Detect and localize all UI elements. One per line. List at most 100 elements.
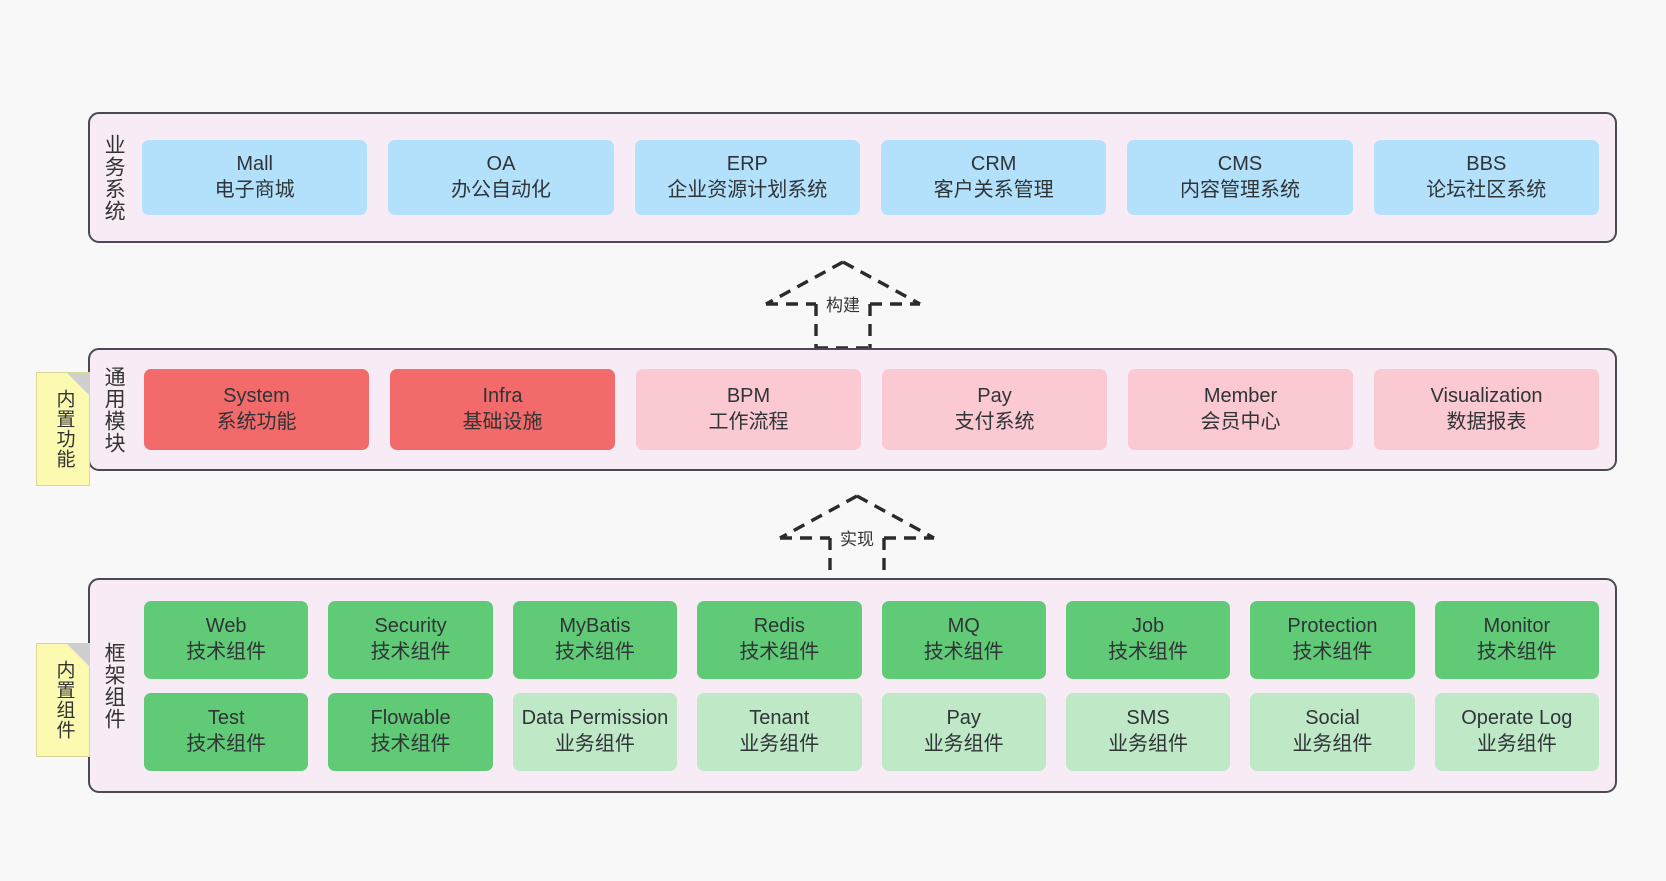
node-mybatis[interactable]: MyBatis 技术组件 — [512, 600, 678, 679]
layer-common-modules: 通用模块 System 系统功能 Infra 基础设施 BPM 工作流程 Pay… — [88, 348, 1617, 471]
node-web[interactable]: Web 技术组件 — [144, 600, 309, 679]
sticky-note-label: 内置功能 — [53, 389, 75, 469]
node-subtitle: 业务组件 — [923, 732, 1004, 755]
note-fold-corner-icon — [67, 644, 89, 666]
node-flowable[interactable]: Flowable 技术组件 — [328, 692, 493, 771]
layer-framework-components: 框架组件 Web 技术组件 Security 技术组件 MyBatis 技术组件… — [88, 578, 1617, 793]
node-title: ERP — [726, 153, 768, 176]
node-subtitle: 技术组件 — [923, 640, 1004, 663]
node-title: Member — [1203, 385, 1278, 408]
node-sms[interactable]: SMS 业务组件 — [1065, 692, 1231, 771]
sticky-note-builtin-components[interactable]: 内置组件 — [36, 643, 90, 757]
node-subtitle: 业务组件 — [554, 732, 635, 755]
node-pay[interactable]: Pay 支付系统 — [882, 369, 1107, 450]
node-mq[interactable]: MQ 技术组件 — [881, 600, 1046, 679]
node-title: Security — [374, 615, 447, 638]
node-subtitle: 论坛社区系统 — [1426, 178, 1547, 201]
connector-label-build: 构建 — [826, 296, 860, 315]
note-fold-corner-icon — [67, 373, 89, 395]
node-social[interactable]: Social 业务组件 — [1250, 692, 1415, 771]
node-subtitle: 办公自动化 — [450, 178, 551, 201]
node-subtitle: 技术组件 — [739, 640, 820, 663]
node-title: Pay — [946, 707, 981, 730]
node-title: Monitor — [1483, 615, 1551, 638]
node-tenant[interactable]: Tenant 业务组件 — [697, 692, 862, 771]
node-pay-business[interactable]: Pay 业务组件 — [881, 692, 1046, 771]
layer-common-cells: System 系统功能 Infra 基础设施 BPM 工作流程 Pay 支付系统… — [136, 350, 1615, 469]
node-subtitle: 技术组件 — [1108, 640, 1189, 663]
node-title: SMS — [1126, 707, 1170, 730]
node-oa[interactable]: OA 办公自动化 — [388, 140, 614, 215]
node-title: MQ — [947, 615, 980, 638]
node-title: Redis — [753, 615, 805, 638]
node-subtitle: 电子商城 — [214, 178, 295, 201]
node-subtitle: 客户关系管理 — [933, 178, 1054, 201]
node-job[interactable]: Job 技术组件 — [1065, 600, 1231, 679]
node-subtitle: 业务组件 — [1292, 732, 1373, 755]
node-subtitle: 技术组件 — [186, 640, 267, 663]
node-subtitle: 业务组件 — [1476, 732, 1557, 755]
node-subtitle: 技术组件 — [370, 640, 451, 663]
sticky-note-label: 内置组件 — [53, 660, 75, 740]
connector-implement: 实现 — [772, 492, 942, 584]
node-title: Test — [207, 707, 245, 730]
layer-label-framework-components: 框架组件 — [102, 641, 126, 730]
layer-business-systems: 业务系统 Mall 电子商城 OA 办公自动化 ERP 企业资源计划系统 CRM… — [88, 112, 1617, 243]
node-title: Tenant — [749, 707, 810, 730]
node-cms[interactable]: CMS 内容管理系统 — [1127, 140, 1353, 215]
node-subtitle: 工作流程 — [708, 410, 789, 433]
node-protection[interactable]: Protection 技术组件 — [1250, 600, 1415, 679]
node-subtitle: 技术组件 — [370, 732, 451, 755]
node-redis[interactable]: Redis 技术组件 — [697, 600, 862, 679]
node-monitor[interactable]: Monitor 技术组件 — [1434, 600, 1599, 679]
node-subtitle: 系统功能 — [216, 410, 297, 433]
node-title: Job — [1131, 615, 1165, 638]
node-subtitle: 企业资源计划系统 — [667, 178, 828, 201]
node-test[interactable]: Test 技术组件 — [144, 692, 309, 771]
layer-label-common-modules: 通用模块 — [102, 365, 126, 454]
node-title: Web — [205, 615, 247, 638]
node-title: CMS — [1217, 153, 1263, 176]
connector-build: 构建 — [758, 258, 928, 350]
node-subtitle: 技术组件 — [1476, 640, 1557, 663]
cell-row: Mall 电子商城 OA 办公自动化 ERP 企业资源计划系统 CRM 客户关系… — [142, 140, 1599, 215]
node-subtitle: 技术组件 — [186, 732, 267, 755]
layer-business-cells: Mall 电子商城 OA 办公自动化 ERP 企业资源计划系统 CRM 客户关系… — [136, 114, 1615, 241]
node-crm[interactable]: CRM 客户关系管理 — [880, 140, 1107, 215]
layer-framework-cells: Web 技术组件 Security 技术组件 MyBatis 技术组件 Redi… — [136, 580, 1615, 791]
node-title: Pay — [977, 385, 1012, 408]
node-title: Operate Log — [1461, 707, 1573, 730]
node-operate-log[interactable]: Operate Log 业务组件 — [1434, 692, 1599, 771]
cell-row: System 系统功能 Infra 基础设施 BPM 工作流程 Pay 支付系统… — [144, 369, 1599, 450]
node-visualization[interactable]: Visualization 数据报表 — [1374, 369, 1599, 450]
connector-label-implement: 实现 — [840, 530, 874, 549]
cell-row: Web 技术组件 Security 技术组件 MyBatis 技术组件 Redi… — [144, 600, 1599, 679]
node-erp[interactable]: ERP 企业资源计划系统 — [634, 140, 860, 215]
node-title: Data Permission — [521, 707, 669, 730]
node-subtitle: 技术组件 — [554, 640, 635, 663]
node-member[interactable]: Member 会员中心 — [1128, 369, 1353, 450]
node-title: Flowable — [370, 707, 451, 730]
node-title: BPM — [726, 385, 771, 408]
node-data-permission[interactable]: Data Permission 业务组件 — [512, 692, 678, 771]
node-subtitle: 技术组件 — [1292, 640, 1373, 663]
node-mall[interactable]: Mall 电子商城 — [142, 140, 368, 215]
node-subtitle: 支付系统 — [954, 410, 1035, 433]
node-security[interactable]: Security 技术组件 — [328, 600, 493, 679]
node-title: Visualization — [1430, 385, 1543, 408]
node-title: BBS — [1466, 153, 1507, 176]
node-system[interactable]: System 系统功能 — [144, 369, 369, 450]
node-title: MyBatis — [559, 615, 631, 638]
node-subtitle: 数据报表 — [1446, 410, 1527, 433]
node-subtitle: 业务组件 — [1108, 732, 1189, 755]
sticky-note-builtin-functions[interactable]: 内置功能 — [36, 372, 90, 486]
node-title: OA — [486, 153, 516, 176]
node-title: Social — [1305, 707, 1360, 730]
node-bbs[interactable]: BBS 论坛社区系统 — [1373, 140, 1599, 215]
node-infra[interactable]: Infra 基础设施 — [390, 369, 615, 450]
node-bpm[interactable]: BPM 工作流程 — [636, 369, 861, 450]
node-title: Mall — [236, 153, 273, 176]
cell-row: Test 技术组件 Flowable 技术组件 Data Permission … — [144, 692, 1599, 771]
node-subtitle: 内容管理系统 — [1179, 178, 1300, 201]
